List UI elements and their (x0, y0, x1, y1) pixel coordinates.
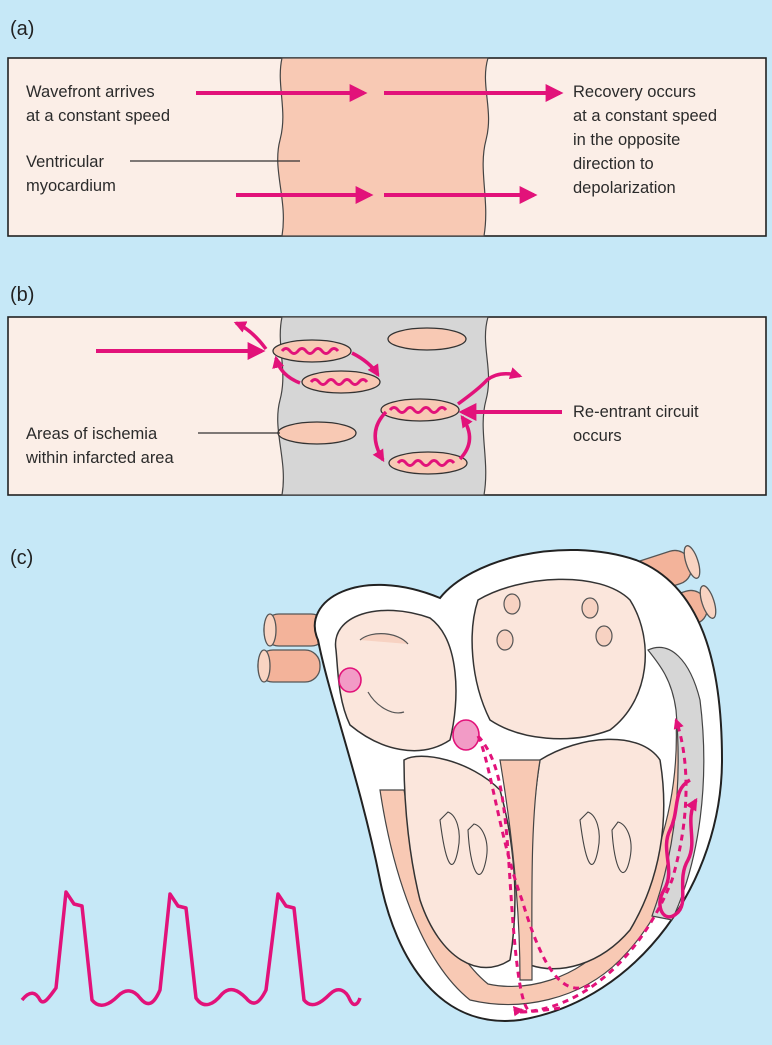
recovery-label-line4: direction to (573, 152, 654, 176)
recovery-label-line2: at a constant speed (573, 104, 717, 128)
atrioventricular-node (453, 720, 479, 750)
myocardium-label-line2: myocardium (26, 174, 116, 198)
recovery-label-line1: Recovery occurs (573, 80, 696, 104)
vein-opening (582, 598, 598, 618)
vein-opening (497, 630, 513, 650)
sinoatrial-node (339, 668, 361, 692)
ischemia-island (278, 422, 356, 444)
recovery-label-line3: in the opposite (573, 128, 680, 152)
ecg-trace (22, 892, 360, 1005)
vein-opening (596, 626, 612, 646)
wavefront-label-line1: Wavefront arrives (26, 80, 155, 104)
ischemia-island (388, 328, 466, 350)
ischemia-label-line2: within infarcted area (26, 446, 174, 470)
left-atrium (472, 579, 645, 738)
recovery-label-line5: depolarization (573, 176, 676, 200)
wavefront-label-line2: at a constant speed (26, 104, 170, 128)
myocardium-label-line1: Ventricular (26, 150, 104, 174)
vein-opening (504, 594, 520, 614)
ventricular-myocardium-band (278, 58, 489, 236)
panel-c (22, 544, 722, 1021)
reentry-label-line2: occurs (573, 424, 622, 448)
ischemia-label-line1: Areas of ischemia (26, 422, 157, 446)
reentry-label-line1: Re-entrant circuit (573, 400, 699, 424)
